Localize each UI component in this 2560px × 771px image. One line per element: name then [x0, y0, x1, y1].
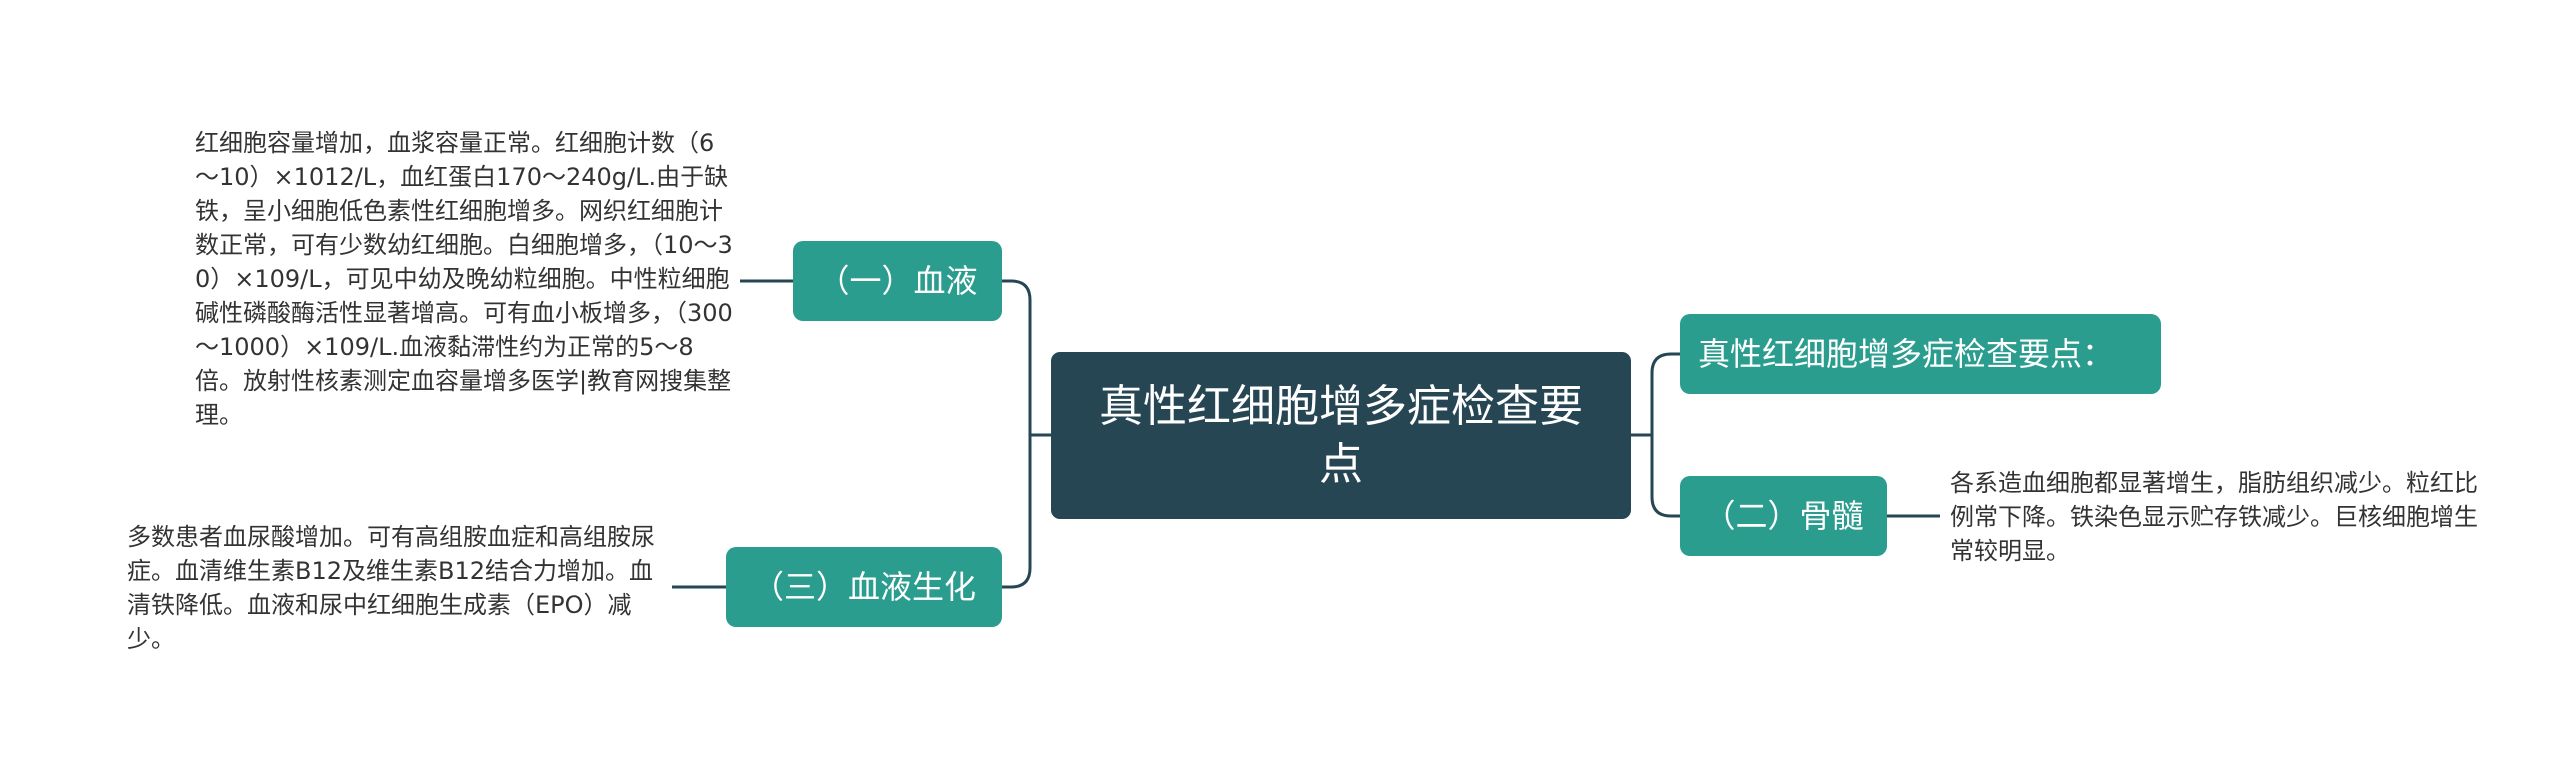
branch-blood-label: （一）血液: [817, 262, 978, 300]
root-topic-label: 真性红细胞增多症检查要点: [1099, 380, 1583, 490]
branch-blood-biochemistry-label: （三）血液生化: [751, 568, 976, 606]
branch-key-points[interactable]: 真性红细胞增多症检查要点：: [1680, 314, 2161, 394]
branch-key-points-label: 真性红细胞增多症检查要点：: [1698, 335, 2115, 373]
blood-detail-text[interactable]: 红细胞容量增加，血浆容量正常。红细胞计数（6～10）×1012/L，血红蛋白17…: [195, 129, 733, 429]
connector-left-trunk: [1002, 279, 1032, 589]
bone-marrow-detail-text[interactable]: 各系造血细胞都显著增生，脂肪组织减少。粒红比例常下降。铁染色显示贮存铁减少。巨核…: [1950, 469, 2478, 565]
branch-blood[interactable]: （一）血液: [793, 241, 1002, 321]
biochemistry-detail-text[interactable]: 多数患者血尿酸增加。可有高组胺血症和高组胺尿症。血清维生素B12及维生素B12结…: [127, 523, 655, 653]
root-topic[interactable]: 真性红细胞增多症检查要点: [1051, 352, 1631, 519]
branch-bone-marrow[interactable]: （二）骨髓: [1680, 476, 1887, 556]
branch-bone-marrow-label: （二）骨髓: [1703, 497, 1864, 535]
branch-blood-biochemistry[interactable]: （三）血液生化: [726, 547, 1002, 627]
connector-right-trunk: [1650, 352, 1680, 518]
